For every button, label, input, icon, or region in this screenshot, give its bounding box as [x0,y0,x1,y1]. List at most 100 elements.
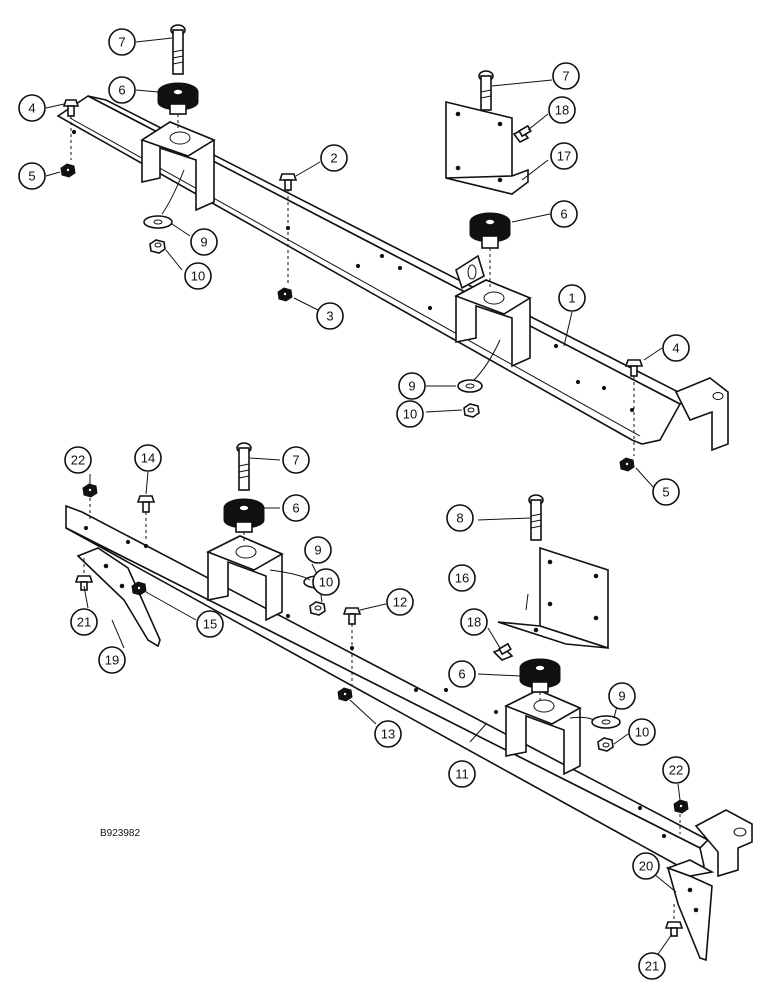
callout-3: 3 [316,302,344,330]
upper-rubber-mount-6-left [157,82,199,115]
callout-10-lower-left: 10 [312,568,340,596]
callout-12: 12 [386,588,414,616]
svg-text:4: 4 [672,341,679,356]
callout-11: 11 [448,760,476,788]
svg-text:6: 6 [292,501,299,516]
svg-text:7: 7 [292,453,299,468]
upper-fasteners [60,99,644,472]
svg-text:1: 1 [568,291,575,306]
svg-text:6: 6 [118,83,125,98]
lower-plate-16 [497,546,609,650]
lower-right-mount-bracket [504,689,582,776]
svg-text:9: 9 [200,235,207,250]
lower-rail-horizontal-flange [65,527,705,871]
lower-bolt-8 [528,494,544,541]
callout-10-upper-left: 10 [184,262,212,290]
lower-fasteners [74,483,689,937]
callout-6-lower-left: 6 [282,494,310,522]
callout-18-upper: 18 [548,96,576,124]
callout-6-lower-right: 6 [448,660,476,688]
lower-rail-assembly [65,442,753,962]
svg-text:19: 19 [105,653,119,668]
upper-center-lines [70,114,635,456]
svg-text:20: 20 [639,859,653,874]
lower-left-mount-bracket [206,535,284,622]
callout-20: 20 [632,852,660,880]
callout-22-lower-left: 22 [64,446,92,474]
svg-text:7: 7 [118,35,125,50]
svg-text:9: 9 [618,689,625,704]
lower-rail-vertical-flange [65,504,710,849]
upper-rail-edge [69,117,641,437]
svg-text:5: 5 [28,169,35,184]
svg-text:18: 18 [467,615,481,630]
svg-text:9: 9 [408,379,415,394]
svg-text:16: 16 [455,571,469,586]
upper-rail-holes [71,129,635,413]
svg-text:6: 6 [560,207,567,222]
lower-rubber-mount-6-left [223,498,265,533]
svg-text:7: 7 [562,69,569,84]
callout-7-upper-left: 7 [108,28,136,56]
callout-8: 8 [446,504,474,532]
upper-rail-assembly [56,24,729,472]
svg-text:14: 14 [141,451,155,466]
svg-text:17: 17 [557,149,571,164]
figure-code: B923982 [100,828,140,839]
callout-1: 1 [558,284,586,312]
svg-text:18: 18 [555,103,569,118]
callout-4-upper-right: 4 [662,334,690,362]
callout-14: 14 [134,444,162,472]
svg-text:15: 15 [203,617,217,632]
callout-21-lower-left: 21 [70,608,98,636]
callout-7-lower: 7 [282,446,310,474]
upper-rail-end-bracket [674,377,729,452]
lower-rubber-mount-6-right [519,658,561,693]
lower-rail-end-bracket [694,809,753,878]
callout-19: 19 [98,646,126,674]
callout-22-lower-right: 22 [662,756,690,784]
svg-text:21: 21 [645,959,659,974]
lower-bolt-7 [236,442,252,491]
lower-center-lines [83,498,681,920]
callout-21-lower-right: 21 [638,952,666,980]
callout-13: 13 [374,720,402,748]
svg-text:10: 10 [403,407,417,422]
svg-text:21: 21 [77,615,91,630]
callout-10-upper-right: 10 [396,400,424,428]
svg-text:9: 9 [314,543,321,558]
svg-text:10: 10 [319,575,333,590]
callout-5-upper-right: 5 [652,478,680,506]
callout-17: 17 [550,142,578,170]
svg-text:5: 5 [662,485,669,500]
callout-15: 15 [196,610,224,638]
lower-rail-holes [83,525,667,839]
svg-text:22: 22 [71,453,85,468]
callout-10-lower-right: 10 [628,718,656,746]
svg-text:10: 10 [635,725,649,740]
callout-4-upper-left: 4 [18,94,46,122]
svg-text:4: 4 [28,101,35,116]
lower-brace-20 [665,859,715,962]
upper-plate-17 [445,100,529,196]
svg-text:13: 13 [381,727,395,742]
svg-text:8: 8 [456,511,463,526]
upper-end-bracket-hole [712,392,724,400]
upper-bolt-7-right [478,70,494,111]
lower-brace-19 [76,547,161,648]
callout-9-upper-left: 9 [190,228,218,256]
leader-lines [45,37,681,961]
callout-9-lower-left: 9 [304,536,332,564]
svg-text:11: 11 [455,767,469,782]
callout-7-upper-right: 7 [552,62,580,90]
svg-text:22: 22 [669,763,683,778]
upper-bolt-7-left [170,24,186,75]
svg-text:12: 12 [393,595,407,610]
callout-6-upper-left: 6 [108,76,136,104]
callout-16: 16 [448,564,476,592]
upper-left-mount-bracket [140,121,216,212]
upper-right-mount-bracket [454,254,532,368]
svg-text:6: 6 [458,667,465,682]
